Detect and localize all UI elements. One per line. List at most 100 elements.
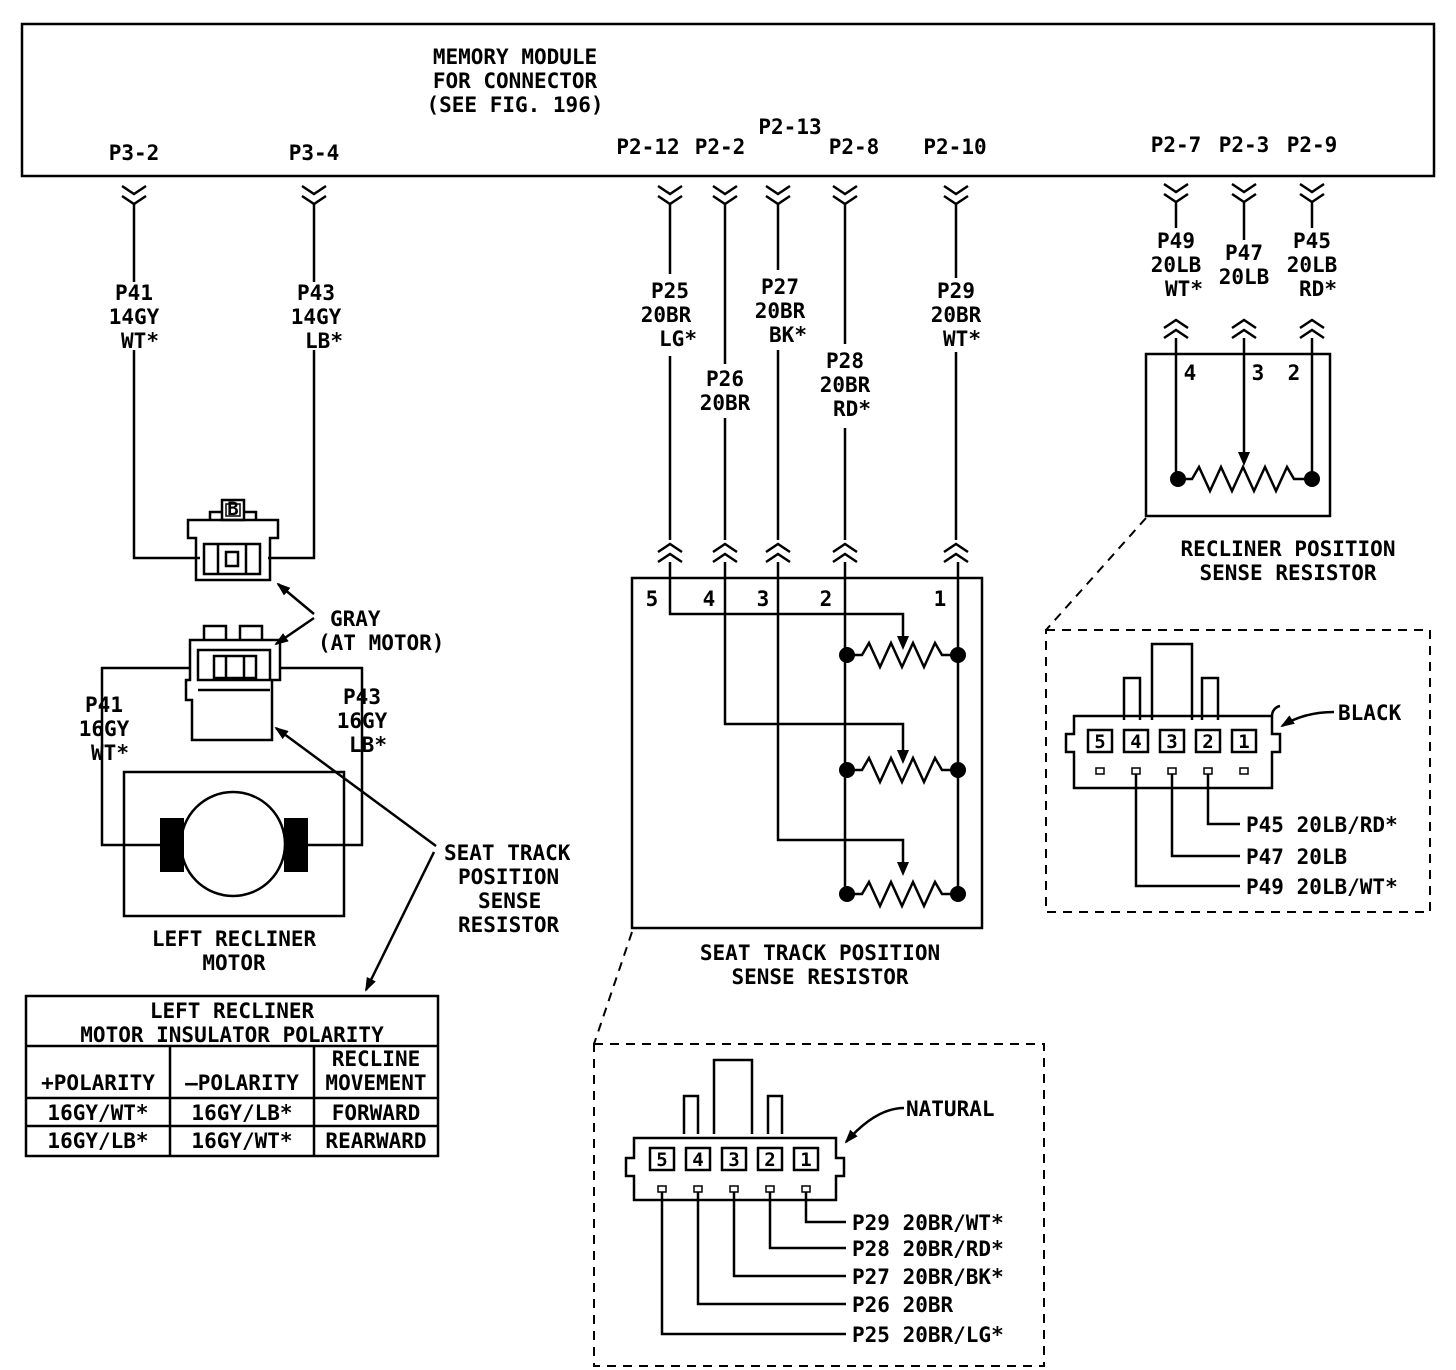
pin-number: 5 bbox=[646, 587, 659, 611]
cavity-number: 3 bbox=[728, 1149, 739, 1171]
wire-label: RD* bbox=[1299, 277, 1337, 301]
wire-label: 20LB bbox=[1219, 265, 1270, 289]
module-connector-chevrons bbox=[121, 182, 1325, 206]
table-header: —POLARITY bbox=[185, 1071, 299, 1095]
wire-label: P29 bbox=[937, 279, 975, 303]
connector-wire-label: P45 20LB/RD* bbox=[1246, 813, 1398, 837]
wire-label: P47 bbox=[1225, 241, 1263, 265]
seat-track-pointer-label: SENSE bbox=[478, 889, 541, 913]
wire-label: 20BR bbox=[641, 303, 692, 327]
pin-label: P2-8 bbox=[829, 135, 880, 159]
connector-color: NATURAL bbox=[906, 1097, 995, 1121]
table-cell: 16GY/WT* bbox=[47, 1101, 148, 1125]
wire-label: 16GY bbox=[337, 709, 388, 733]
table-title-line2: MOTOR INSULATOR POLARITY bbox=[80, 1023, 384, 1047]
wire-label: LB* bbox=[349, 733, 387, 757]
pin-label: P2-13 bbox=[758, 115, 821, 139]
gray-label-line2: (AT MOTOR) bbox=[318, 631, 444, 655]
cavity-number: 1 bbox=[1238, 731, 1249, 753]
wire-label: 20BR bbox=[820, 373, 871, 397]
wire-label: WT* bbox=[943, 327, 981, 351]
cavity-number: 2 bbox=[764, 1149, 775, 1171]
recliner-motor bbox=[122, 770, 346, 918]
wire-label: 14GY bbox=[109, 305, 160, 329]
seat-track-wiring: P25 20BR LG* P26 20BR P27 20BR BK* P28 2… bbox=[630, 204, 984, 989]
pin-number: 3 bbox=[1252, 361, 1265, 385]
wire-label: P25 bbox=[651, 279, 689, 303]
connector-wire-label: P29 20BR/WT* bbox=[852, 1211, 1004, 1235]
seat-track-title-line1: SEAT TRACK POSITION bbox=[700, 941, 940, 965]
wire-label: BK* bbox=[769, 323, 807, 347]
junction-dots bbox=[839, 647, 966, 902]
table-cell: FORWARD bbox=[332, 1101, 421, 1125]
connector-wire-label: P49 20LB/WT* bbox=[1246, 875, 1398, 899]
sensor-chevrons bbox=[1163, 318, 1325, 340]
pin-number: 2 bbox=[1288, 361, 1301, 385]
pin-label: P2-12 bbox=[616, 135, 679, 159]
table-header: RECLINE bbox=[332, 1047, 421, 1071]
pin-number: 4 bbox=[703, 587, 716, 611]
wire-label: P27 bbox=[761, 275, 799, 299]
pin-number: 4 bbox=[1184, 361, 1197, 385]
wire-label: P49 bbox=[1157, 229, 1195, 253]
wire-label: 14GY bbox=[291, 305, 342, 329]
pin-label: P2-2 bbox=[695, 135, 746, 159]
recliner-title-line2: SENSE RESISTOR bbox=[1199, 561, 1376, 585]
wire-label: P43 bbox=[297, 281, 335, 305]
motor-title-line1: LEFT RECLINER bbox=[152, 927, 317, 951]
pin-label: P2-7 bbox=[1151, 133, 1202, 157]
pin-label: P2-9 bbox=[1287, 133, 1338, 157]
table-header: MOVEMENT bbox=[325, 1071, 426, 1095]
wire-label: 20BR bbox=[700, 391, 751, 415]
seat-track-connector-detail: 5 4 3 2 1 NATURAL P29 20BR/WT* P28 20BR/… bbox=[593, 931, 1045, 1367]
seat-track-pointer-label: POSITION bbox=[458, 865, 559, 889]
cavity-number: 3 bbox=[1166, 731, 1177, 753]
wire-label: WT* bbox=[91, 741, 129, 765]
wire-label: P28 bbox=[826, 349, 864, 373]
wire-label: P45 bbox=[1293, 229, 1331, 253]
wire-label: 16GY bbox=[79, 717, 130, 741]
table-cell: 16GY/LB* bbox=[47, 1129, 148, 1153]
pin-number: 1 bbox=[934, 587, 947, 611]
cavity-numbers: 5 4 3 2 1 bbox=[648, 1146, 820, 1172]
wire-label: P41 bbox=[85, 693, 123, 717]
memory-module: MEMORY MODULE FOR CONNECTOR (SEE FIG. 19… bbox=[20, 22, 1436, 178]
table-cell: 16GY/LB* bbox=[191, 1101, 292, 1125]
harness-connector: B bbox=[186, 498, 280, 582]
motor-title-line2: MOTOR bbox=[202, 951, 266, 975]
connector-mark: B bbox=[227, 498, 238, 520]
wire-label: P26 bbox=[706, 367, 744, 391]
table-title-line1: LEFT RECLINER bbox=[150, 999, 315, 1023]
gray-label-line1: GRAY bbox=[330, 607, 381, 631]
wire-label: 20BR bbox=[755, 299, 806, 323]
connector-wire-label: P26 20BR bbox=[852, 1293, 954, 1317]
recliner-title-line1: RECLINER POSITION bbox=[1181, 537, 1396, 561]
cavity-number: 4 bbox=[692, 1149, 703, 1171]
polarity-table: LEFT RECLINER MOTOR INSULATOR POLARITY +… bbox=[24, 994, 440, 1158]
wire-label: 20LB bbox=[1287, 253, 1338, 277]
wiper-arrows bbox=[897, 636, 909, 876]
recliner-connector-detail: 5 4 3 2 1 BLACK P45 20LB/RD* P47 20LB P4… bbox=[1045, 517, 1431, 913]
seat-track-pointer-label: SEAT TRACK bbox=[444, 841, 571, 865]
wire-label: P41 bbox=[115, 281, 153, 305]
module-title-line2: FOR CONNECTOR bbox=[433, 69, 598, 93]
pin-number: 2 bbox=[820, 587, 833, 611]
cavity-number: 4 bbox=[1130, 731, 1141, 753]
motor-connector bbox=[184, 624, 282, 742]
wire-label: 20BR bbox=[931, 303, 982, 327]
module-title-line1: MEMORY MODULE bbox=[433, 45, 597, 69]
table-cell: 16GY/WT* bbox=[191, 1129, 292, 1153]
cavity-numbers: 5 4 3 2 1 bbox=[1086, 728, 1258, 754]
cavity-number: 2 bbox=[1202, 731, 1213, 753]
recliner-sensor-wiring: P49 20LB WT* P47 20LB P45 20LB RD* 4 3 2… bbox=[1144, 202, 1396, 585]
wire-label: 20LB bbox=[1151, 253, 1202, 277]
pin-label: P2-10 bbox=[923, 135, 986, 159]
left-recliner-wiring: P41 14GY WT* P43 14GY LB* B GRAY (AT MOT… bbox=[79, 204, 571, 992]
wire-label: LB* bbox=[305, 329, 343, 353]
connector-wire-label: P47 20LB bbox=[1246, 845, 1347, 869]
pin-label: P3-4 bbox=[289, 141, 340, 165]
module-title-line3: (SEE FIG. 196) bbox=[426, 93, 603, 117]
seat-track-pointer-label: RESISTOR bbox=[458, 913, 560, 937]
cavity-number: 5 bbox=[1094, 731, 1105, 753]
